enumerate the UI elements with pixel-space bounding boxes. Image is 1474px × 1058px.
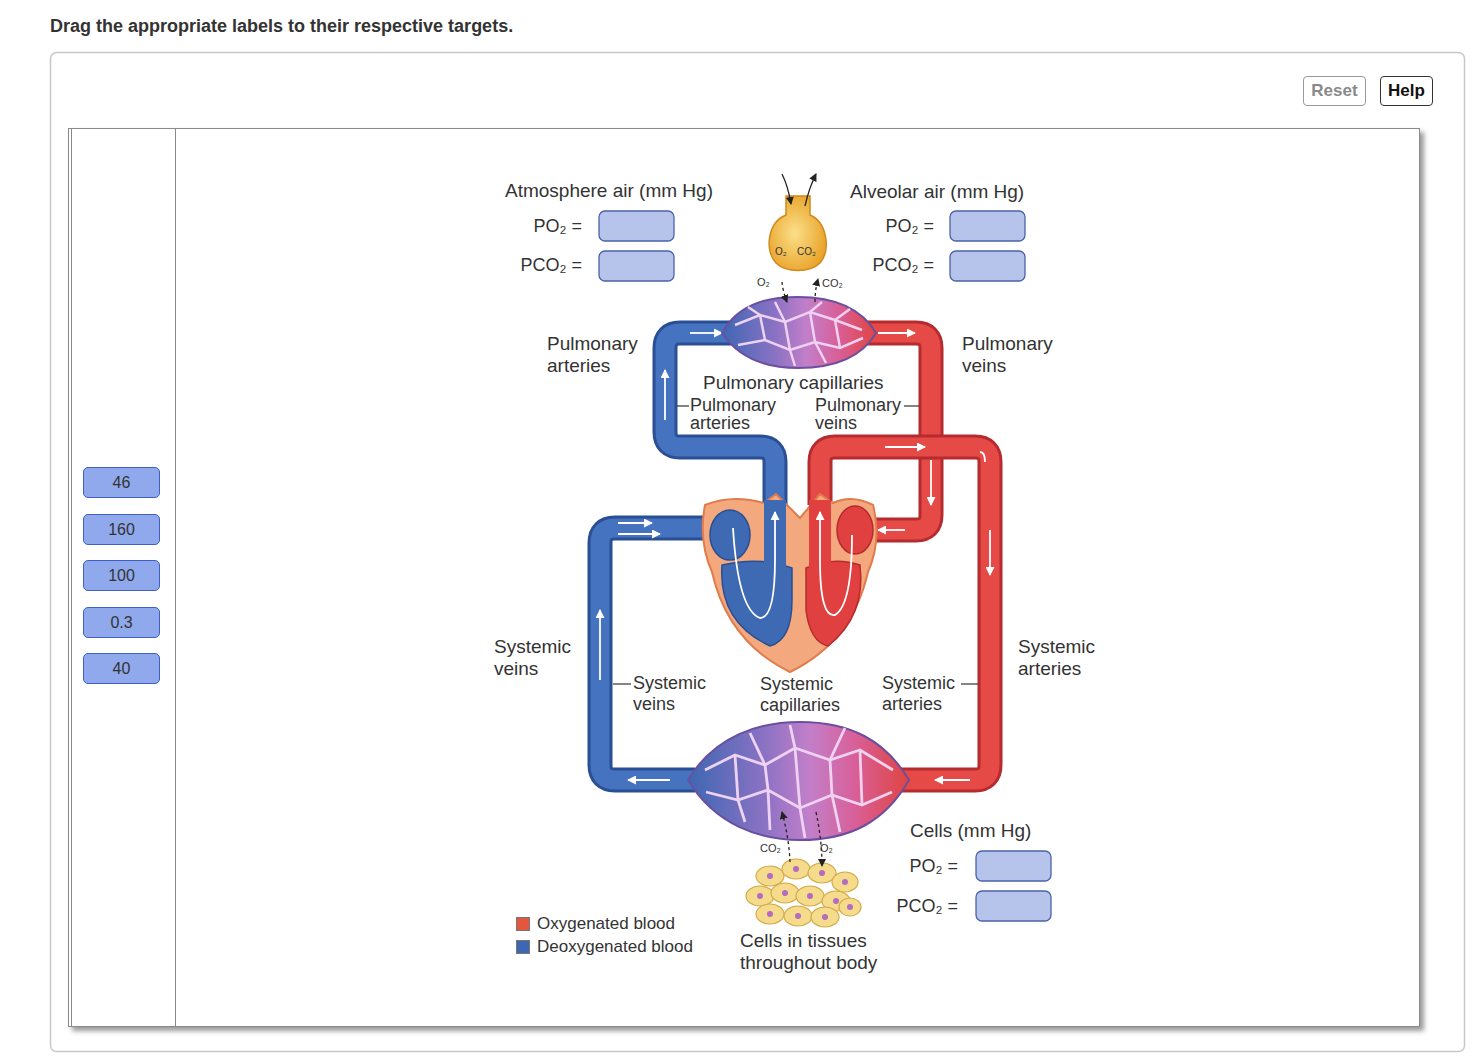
box-text: 0.3 [110, 614, 132, 632]
value-chip: 100 [83, 560, 160, 591]
box-text: Reset [1311, 81, 1357, 101]
inner-panel [69, 129, 1420, 1027]
gas-label: CO₂ [797, 245, 816, 259]
box-text: Help [1388, 81, 1425, 101]
pressure-label: PO₂ = [512, 215, 582, 237]
vessel-label: Systemic veins [494, 636, 584, 680]
vessel-label: Pulmonary veins [962, 333, 1072, 377]
legend-swatch [516, 940, 530, 954]
alveolus [769, 174, 826, 302]
vessel-label: Pulmonary arteries [547, 333, 657, 377]
value-chip: 46 [83, 467, 160, 498]
gas-label: CO₂ [760, 841, 781, 855]
legend-swatch [516, 917, 530, 931]
panel-divider [71, 129, 72, 1027]
legend-entry: Oxygenated blood [516, 913, 675, 935]
leader-lines [613, 406, 978, 684]
vessel-label: Pulmonary arteries [690, 396, 790, 432]
vessel-label: Systemic arteries [882, 673, 972, 715]
box-text: 100 [108, 567, 135, 585]
heart-illustration [703, 494, 877, 672]
vessel-label: Systemic veins [633, 673, 723, 715]
section-heading: Cells (mm Hg) [910, 820, 1031, 842]
legend-text: Deoxygenated blood [537, 936, 693, 958]
outer-panel [51, 53, 1465, 1052]
pressure-label: PO₂ = [888, 855, 958, 877]
vessel-label: Systemic capillaries [760, 674, 860, 716]
pressure-label: PO₂ = [864, 215, 934, 237]
vessel-label: Systemic arteries [1018, 636, 1108, 680]
vessel-label: Pulmonary capillaries [703, 372, 884, 394]
gas-label: O₂ [757, 275, 770, 289]
pressure-label: PCO₂ = [888, 895, 958, 917]
vessel-label: Pulmonary veins [815, 396, 915, 432]
instruction-title: Drag the appropriate labels to their res… [50, 15, 513, 37]
flow-arrows [600, 333, 990, 780]
value-chip: 160 [83, 514, 160, 545]
box-text: 40 [113, 660, 131, 678]
pulmonary-capillary-bed [722, 297, 876, 368]
pressure-label: PCO₂ = [512, 254, 582, 276]
legend-text: Oxygenated blood [537, 913, 675, 935]
legend-entry: Deoxygenated blood [516, 936, 693, 958]
tissue-cells [746, 812, 861, 927]
pressure-label: PCO₂ = [864, 254, 934, 276]
blood-vessels [600, 333, 990, 780]
box-text: 46 [113, 474, 131, 492]
gas-label: CO₂ [822, 276, 843, 290]
gas-label: O₂ [820, 841, 833, 855]
section-heading: Atmosphere air (mm Hg) [505, 180, 713, 202]
reset-button: Reset [1303, 76, 1366, 106]
value-chip: 40 [83, 653, 160, 684]
systemic-capillary-bed [688, 722, 909, 840]
help-button: Help [1380, 76, 1433, 106]
gas-label: O₂ [775, 245, 787, 259]
drop-targets [599, 211, 1051, 921]
panel-divider [175, 129, 176, 1027]
section-heading: Alveolar air (mm Hg) [850, 181, 1024, 203]
value-chip: 0.3 [83, 607, 160, 638]
box-text: 160 [108, 521, 135, 539]
tissue-caption: Cells in tissues throughout body [740, 930, 910, 974]
